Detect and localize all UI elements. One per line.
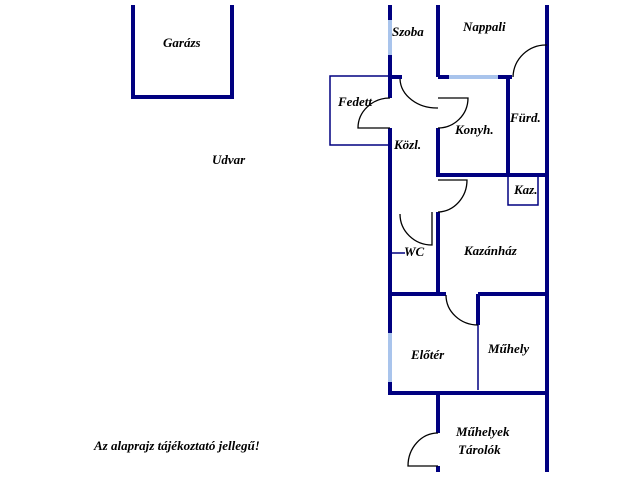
garage-walls [131, 5, 234, 99]
label-yard: Udvar [212, 152, 246, 167]
room-labels: Garázs Udvar Szoba Nappali Fedett Konyh.… [93, 19, 541, 457]
label-room: Szoba [392, 24, 424, 39]
thin-outlines [329, 75, 539, 390]
label-bathroom: Fürd. [509, 110, 541, 125]
label-covered: Fedett [337, 94, 372, 109]
label-garage: Garázs [163, 35, 201, 50]
label-boiler-room: Kazánház [463, 243, 518, 258]
label-living-room: Nappali [462, 19, 506, 34]
label-storage: Tárolók [458, 442, 501, 457]
label-hallway: Közl. [393, 137, 421, 152]
label-workshops: Műhelyek [455, 424, 510, 439]
walls [388, 5, 549, 472]
disclaimer-note: Az alaprajz tájékoztató jellegű! [93, 438, 260, 453]
label-kitchen: Konyh. [454, 122, 494, 137]
label-boiler: Kaz. [513, 182, 537, 197]
label-workshop: Műhely [487, 341, 529, 356]
label-entry: Előtér [410, 347, 445, 362]
doors [357, 44, 548, 467]
label-wc: WC [404, 244, 425, 259]
windows [388, 20, 498, 382]
